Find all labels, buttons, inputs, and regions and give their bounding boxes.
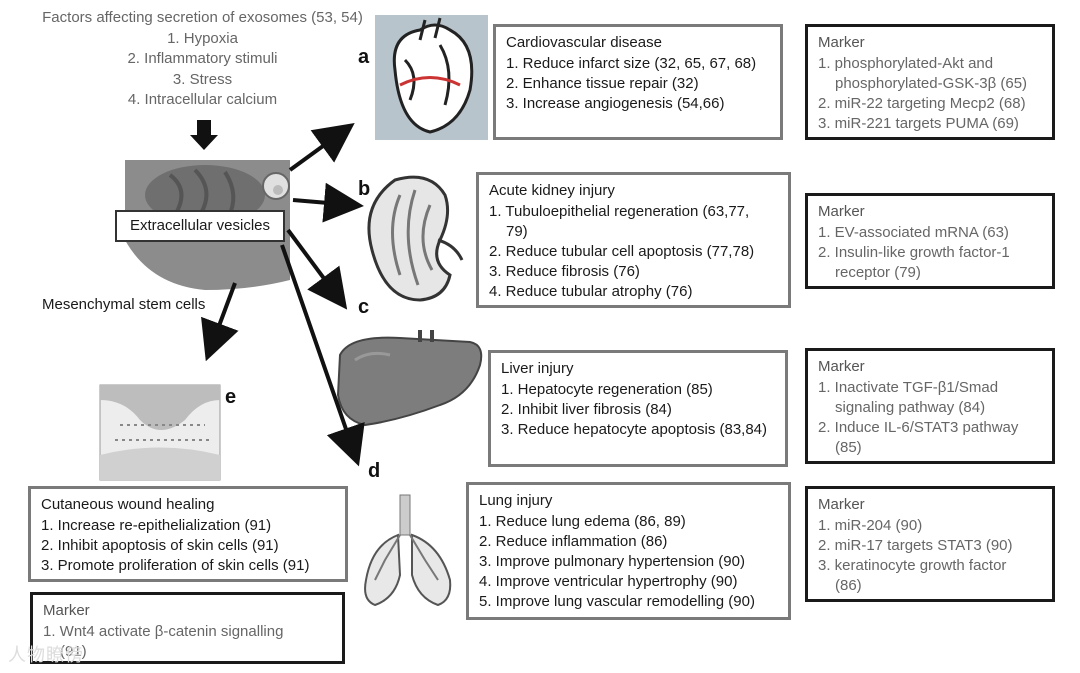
- list-item: 1. Reduce lung edema (86, 89): [479, 513, 686, 530]
- list-item: receptor (79): [835, 264, 921, 281]
- list-item: 2. Reduce tubular cell apoptosis (77,78): [489, 243, 755, 260]
- lung-marker-box: Marker 1. miR-204 (90) 2. miR-17 targets…: [805, 486, 1055, 602]
- factor-item: 3. Stress: [172, 70, 233, 88]
- list-item: 1. Inactivate TGF-β1/Smad: [818, 379, 999, 396]
- skin-wound-illustration: [99, 384, 221, 481]
- list-item: 79): [506, 223, 528, 240]
- wound-marker-box: Marker 1. Wnt4 activate β-catenin signal…: [30, 592, 345, 664]
- list-item: phosphorylated-GSK-3β (65): [835, 75, 1028, 92]
- arrow-to-liver: [286, 228, 348, 310]
- heart-illustration: [375, 15, 488, 140]
- lung-box: Lung injury 1. Reduce lung edema (86, 89…: [466, 482, 791, 620]
- liver-box: Liver injury 1. Hepatocyte regeneration …: [488, 350, 788, 467]
- cardio-marker-box: Marker 1. phosphorylated-Akt and phospho…: [805, 24, 1055, 140]
- list-item: 1. miR-204 (90): [818, 517, 923, 534]
- list-item: 2. Inhibit apoptosis of skin cells (91): [41, 537, 279, 554]
- list-item: 1. Tubuloepithelial regeneration (63,77,: [489, 203, 750, 220]
- list-item: 3. Reduce fibrosis (76): [489, 263, 640, 280]
- arrow-to-skin: [201, 282, 239, 362]
- cardiovascular-box: Cardiovascular disease 1. Reduce infarct…: [493, 24, 783, 140]
- list-item: 1. Increase re-epithelialization (91): [41, 517, 272, 534]
- factors-block: Factors affecting secretion of exosomes …: [0, 8, 405, 111]
- marker-title: Marker: [43, 602, 90, 619]
- kidney-title: Acute kidney injury: [489, 182, 615, 199]
- extracellular-vesicles-label: Extracellular vesicles: [115, 210, 285, 242]
- cardiovascular-title: Cardiovascular disease: [506, 34, 662, 51]
- kidney-marker-box: Marker 1. EV-associated mRNA (63) 2. Ins…: [805, 193, 1055, 289]
- list-item: 4. Reduce tubular atrophy (76): [489, 283, 693, 300]
- factor-item: 4. Intracellular calcium: [127, 91, 278, 108]
- list-item: 1. EV-associated mRNA (63): [818, 224, 1009, 241]
- list-item: signaling pathway (84): [835, 399, 986, 416]
- wound-title: Cutaneous wound healing: [41, 496, 215, 513]
- panel-letter-c: c: [358, 296, 370, 318]
- panel-letter-e: e: [225, 386, 237, 408]
- liver-marker-box: Marker 1. Inactivate TGF-β1/Smad signali…: [805, 348, 1055, 464]
- marker-title: Marker: [818, 358, 865, 375]
- list-item: 3. Reduce hepatocyte apoptosis (83,84): [501, 421, 768, 438]
- wound-box: Cutaneous wound healing 1. Increase re-e…: [28, 486, 348, 582]
- list-item: 2. miR-22 targeting Mecp2 (68): [818, 95, 1026, 112]
- list-item: 2. Inhibit liver fibrosis (84): [501, 401, 672, 418]
- kidney-box: Acute kidney injury 1. Tubuloepithelial …: [476, 172, 791, 308]
- list-item: 1. Hepatocyte regeneration (85): [501, 381, 713, 398]
- list-item: 5. Improve lung vascular remodelling (90…: [479, 593, 755, 610]
- down-arrow-icon: [190, 120, 218, 150]
- list-item: (85): [835, 439, 862, 456]
- list-item: 1. Wnt4 activate β-catenin signalling: [43, 623, 284, 640]
- kidney-illustration: [367, 175, 464, 302]
- marker-title: Marker: [818, 203, 865, 220]
- list-item: 3. Promote proliferation of skin cells (…: [41, 557, 310, 574]
- factor-item: 2. Inflammatory stimuli: [127, 50, 278, 67]
- list-item: 1. phosphorylated-Akt and: [818, 55, 994, 72]
- watermark: 人物瞭傍: [8, 645, 84, 665]
- arrows: [201, 122, 365, 467]
- list-item: (91): [60, 643, 87, 660]
- lung-illustration: [364, 494, 452, 607]
- factors-title: Factors affecting secretion of exosomes …: [42, 9, 363, 26]
- panel-letter-a: a: [358, 46, 370, 68]
- list-item: 3. Increase angiogenesis (54,66): [506, 95, 725, 112]
- liver-title: Liver injury: [501, 360, 574, 377]
- list-item: 2. Enhance tissue repair (32): [506, 75, 699, 92]
- arrow-to-lung: [280, 244, 365, 467]
- msc-label: Mesenchymal stem cells: [42, 296, 206, 313]
- lung-title: Lung injury: [479, 492, 553, 509]
- arrow-to-kidney: [292, 182, 364, 223]
- list-item: (86): [835, 577, 862, 594]
- list-item: 2. miR-17 targets STAT3 (90): [818, 537, 1013, 554]
- list-item: 1. Reduce infarct size (32, 65, 67, 68): [506, 55, 757, 72]
- panel-letter-d: d: [368, 460, 381, 482]
- arrow-to-heart: [288, 122, 355, 172]
- factor-item: 1. Hypoxia: [167, 29, 238, 47]
- list-item: 2. Induce IL-6/STAT3 pathway: [818, 419, 1019, 436]
- liver-illustration: [336, 330, 483, 427]
- list-item: 2. Reduce inflammation (86): [479, 533, 668, 550]
- list-item: 2. Insulin-like growth factor-1: [818, 244, 1010, 261]
- marker-title: Marker: [818, 34, 865, 51]
- list-item: 3. miR-221 targets PUMA (69): [818, 115, 1019, 132]
- list-item: 3. keratinocyte growth factor: [818, 557, 1007, 574]
- list-item: 3. Improve pulmonary hypertension (90): [479, 553, 745, 570]
- list-item: 4. Improve ventricular hypertrophy (90): [479, 573, 738, 590]
- marker-title: Marker: [818, 496, 865, 513]
- panel-letter-b: b: [358, 178, 371, 200]
